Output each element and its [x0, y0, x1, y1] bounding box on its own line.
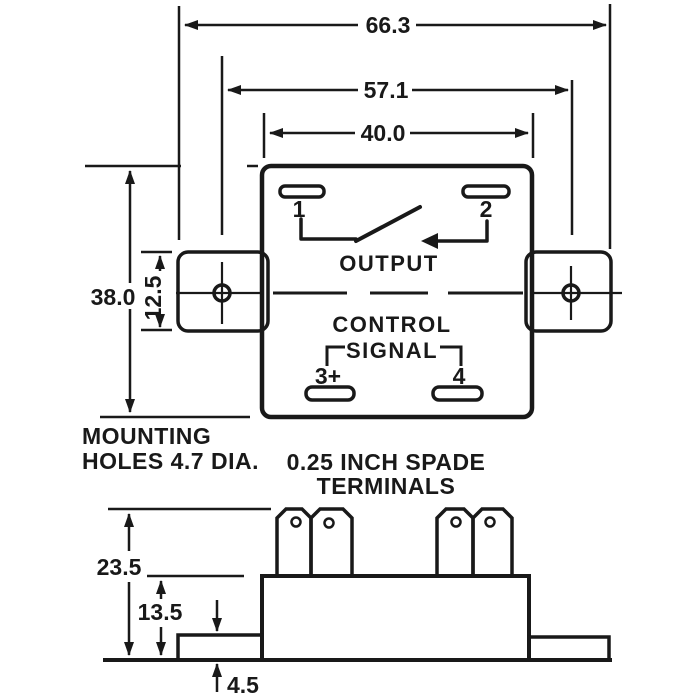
mounting-note-line1: MOUNTING — [82, 423, 211, 449]
dim-body-height-label: 38.0 — [91, 284, 136, 310]
side-dimension-lines — [124, 513, 222, 692]
dim-flange-width-label: 12.5 — [140, 275, 166, 320]
dim-total-height-label: 23.5 — [97, 554, 142, 580]
dim-body-height-side-label: 13.5 — [138, 599, 183, 625]
terminal-slot-4 — [431, 385, 484, 402]
mounting-hole-left — [212, 283, 232, 303]
flange-side-right — [527, 635, 611, 662]
top-view: 66.3 57.1 40.0 38.0 12.5 — [82, 4, 622, 499]
terminal-3-label: 3+ — [315, 363, 341, 389]
spade-hole-1 — [290, 516, 302, 528]
spade-hole-3 — [323, 517, 335, 529]
dim-overall-width-label: 66.3 — [366, 12, 411, 38]
extension-lines — [85, 4, 612, 419]
signal-bracket-left — [325, 345, 345, 366]
mounting-hole-right — [561, 283, 581, 303]
spade-note-line2: TERMINALS — [317, 473, 456, 499]
dimension-lines — [125, 20, 607, 413]
relay-body-side — [260, 574, 531, 662]
terminal-slot-1 — [278, 184, 326, 199]
terminal-4-label: 4 — [453, 363, 466, 389]
mounting-note-line2: HOLES 4.7 DIA. — [82, 448, 259, 474]
terminal-1-label: 1 — [293, 196, 306, 222]
switch-lead-1 — [299, 217, 358, 241]
dim-flange-thickness-label: 4.5 — [227, 672, 259, 698]
mounting-hole-left-group — [176, 262, 262, 324]
flange-side-left — [176, 633, 264, 662]
side-view: 23.5 13.5 4.5 — [97, 507, 612, 698]
terminal-2-label: 2 — [480, 196, 493, 222]
output-label: OUTPUT — [339, 251, 438, 276]
mounting-hole-right-group — [533, 266, 622, 320]
terminal-slot-2 — [461, 184, 511, 199]
signal-brackets — [325, 345, 463, 366]
switch-lead-2 — [435, 219, 489, 243]
dim-body-width-label: 40.0 — [361, 120, 406, 146]
dim-hole-spacing-label: 57.1 — [364, 77, 409, 103]
spade-hole-4 — [484, 516, 496, 528]
control-label: CONTROL — [332, 312, 451, 337]
mounting-flange-right — [524, 250, 613, 333]
switch-symbol — [299, 205, 489, 249]
switch-blade — [354, 205, 422, 243]
terminal-slot-3 — [304, 385, 356, 402]
spade-terminal-2 — [435, 507, 475, 578]
relay-body-outline — [259, 163, 535, 420]
mounting-flange-left — [176, 250, 270, 333]
switch-contact-arrow — [421, 233, 438, 249]
spade-hole-2 — [450, 516, 462, 528]
spade-note-line1: 0.25 INCH SPADE — [287, 449, 486, 475]
signal-label: SIGNAL — [346, 338, 438, 363]
spade-terminals — [275, 507, 514, 578]
signal-bracket-right — [440, 345, 463, 366]
